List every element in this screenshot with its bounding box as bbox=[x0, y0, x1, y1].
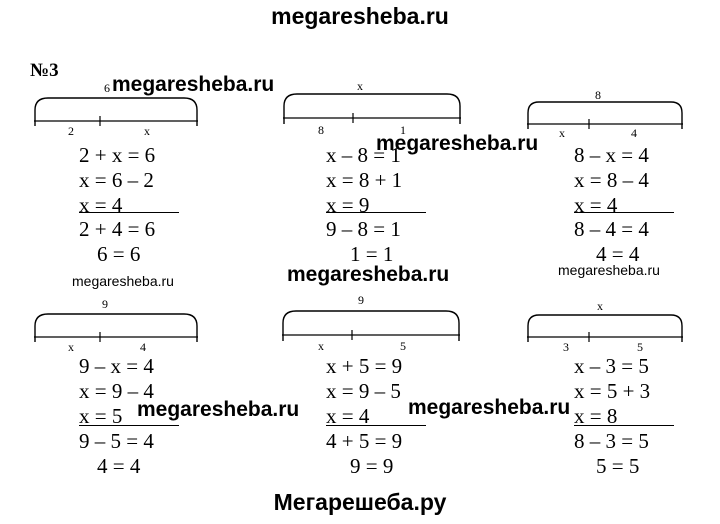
equation-line: 8 – 4 = 4 bbox=[574, 217, 649, 241]
watermark-overlay: megaresheba.ru bbox=[137, 398, 300, 421]
segment-part-label: 3 bbox=[563, 340, 569, 354]
segment-diagram-4 bbox=[34, 313, 198, 342]
divider-line bbox=[574, 212, 674, 213]
segment-part-label: 5 bbox=[400, 339, 406, 353]
equation-line: x = 4 bbox=[326, 404, 370, 428]
segment-total-label: 8 bbox=[595, 88, 601, 102]
segment-total-label: 6 bbox=[104, 81, 110, 95]
equation-line: 4 = 4 bbox=[596, 242, 640, 266]
segment-diagram-2 bbox=[283, 93, 461, 124]
equation-line: 5 = 5 bbox=[596, 454, 640, 478]
segment-part-label: x bbox=[144, 124, 150, 138]
equation-line: x – 3 = 5 bbox=[574, 354, 649, 378]
equation-line: 2 + 4 = 6 bbox=[79, 217, 156, 241]
equation-line: 9 – 5 = 4 bbox=[79, 429, 154, 453]
divider-line bbox=[79, 425, 179, 426]
segment-diagram-5 bbox=[282, 310, 460, 341]
segment-total-label: x bbox=[357, 79, 363, 93]
equation-line: 9 – 8 = 1 bbox=[326, 217, 401, 241]
segment-part-label: x bbox=[318, 339, 324, 353]
equation-line: x = 4 bbox=[574, 193, 618, 217]
equation-line: x = 9 bbox=[326, 193, 370, 217]
segment-diagram-6 bbox=[527, 314, 683, 342]
segment-diagram-1 bbox=[34, 97, 198, 126]
equation-line: x = 9 – 5 bbox=[326, 379, 401, 403]
watermark-overlay: megaresheba.ru bbox=[72, 273, 174, 289]
equation-line: x + 5 = 9 bbox=[326, 354, 403, 378]
equation-line: x = 5 bbox=[79, 404, 123, 428]
divider-line bbox=[326, 212, 426, 213]
segment-part-label: 4 bbox=[140, 340, 146, 354]
equation-line: x = 6 – 2 bbox=[79, 168, 154, 192]
segment-part-label: 8 bbox=[318, 123, 324, 137]
watermark-overlay: megaresheba.ru bbox=[287, 263, 450, 286]
equation-line: x = 5 + 3 bbox=[574, 379, 651, 403]
equation-line: 2 + x = 6 bbox=[79, 143, 156, 167]
segment-part-label: x bbox=[559, 126, 565, 140]
equation-line: x – 8 = 1 bbox=[326, 143, 401, 167]
watermark-bottom: Мегарешеба.ру bbox=[273, 489, 447, 515]
watermark-top: megaresheba.ru bbox=[271, 3, 449, 29]
segment-part-label: 2 bbox=[68, 124, 74, 138]
segment-part-label: x bbox=[68, 340, 74, 354]
watermark-overlay: megaresheba.ru bbox=[558, 262, 660, 278]
equation-line: x = 9 – 4 bbox=[79, 379, 154, 403]
equation-line: 9 = 9 bbox=[350, 454, 394, 478]
segment-part-label: 4 bbox=[631, 126, 637, 140]
equation-line: 1 = 1 bbox=[350, 242, 394, 266]
equation-line: 6 = 6 bbox=[97, 242, 141, 266]
divider-line bbox=[79, 212, 179, 213]
segment-total-label: x bbox=[597, 299, 603, 313]
equation-line: 8 – x = 4 bbox=[574, 143, 649, 167]
equation-line: x = 8 bbox=[574, 404, 618, 428]
segment-diagram-3 bbox=[527, 101, 683, 129]
watermark-overlay: megaresheba.ru bbox=[112, 73, 275, 96]
divider-line bbox=[326, 425, 426, 426]
equation-line: 4 = 4 bbox=[97, 454, 141, 478]
equation-line: 4 + 5 = 9 bbox=[326, 429, 403, 453]
segment-total-label: 9 bbox=[358, 293, 364, 307]
segment-part-label: 5 bbox=[637, 340, 643, 354]
watermark-overlay: megaresheba.ru bbox=[408, 396, 571, 419]
equation-line: 8 – 3 = 5 bbox=[574, 429, 649, 453]
equation-line: x = 8 – 4 bbox=[574, 168, 649, 192]
segment-total-label: 9 bbox=[102, 297, 108, 311]
equation-line: x = 8 + 1 bbox=[326, 168, 403, 192]
watermark-overlay: megaresheba.ru bbox=[376, 132, 539, 155]
divider-line bbox=[574, 425, 674, 426]
task-number: №3 bbox=[30, 60, 59, 81]
equation-line: x = 4 bbox=[79, 193, 123, 217]
equation-line: 9 – x = 4 bbox=[79, 354, 154, 378]
segment-part-label: 1 bbox=[400, 123, 406, 137]
